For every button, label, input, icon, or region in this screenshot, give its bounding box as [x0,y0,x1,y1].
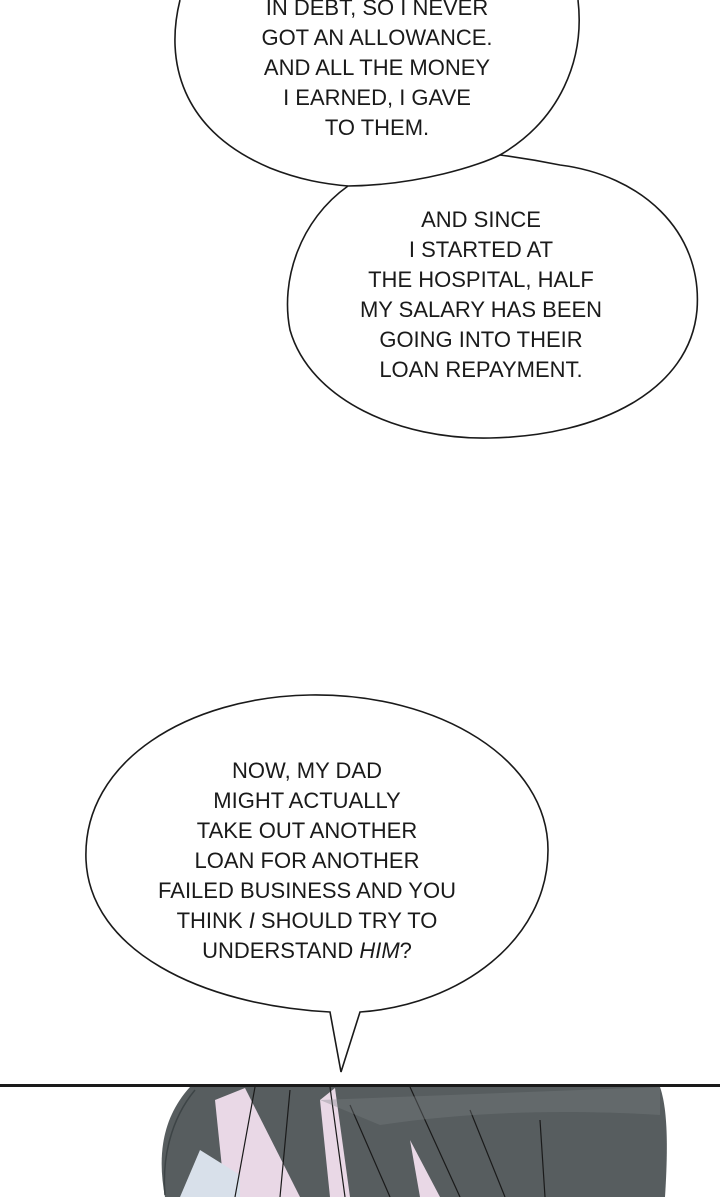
text-span: ? [399,938,412,963]
bubble-line: THE HOSPITAL, HALF [368,267,594,292]
bubble-line: AND ALL THE MONEY [263,55,491,80]
bubble-line: TO THEM. [324,115,430,140]
emphasis-text: I [248,908,255,933]
bubble-line: MIGHT ACTUALLY [213,788,401,813]
speech-bubble-1 [174,0,620,246]
speech-bubble-3 [85,694,549,1073]
bubble-line: TAKE OUT ANOTHER [196,818,418,843]
text-span: THINK [176,908,249,933]
bubble-line: UNDERSTAND HIM? [158,936,456,966]
bubble-line: I STARTED AT [408,237,554,262]
bubble-1-text: IN DEBT, SO I NEVER GOT AN ALLOWANCE. AN… [261,0,492,143]
speech-bubble-2 [286,154,699,439]
bubble-line: THINK I SHOULD TRY TO [158,906,456,936]
bubble-line: FAILED BUSINESS AND YOU [158,878,456,903]
bubble-line: GOT AN ALLOWANCE. [261,25,493,50]
bubble-2-text: AND SINCE I STARTED AT THE HOSPITAL, HAL… [360,205,602,385]
bubble-3-text: NOW, MY DAD MIGHT ACTUALLY TAKE OUT ANOT… [158,756,456,966]
bubble-line: AND SINCE [421,207,541,232]
bubble-line: NOW, MY DAD [232,758,382,783]
bubble-line: GOING INTO THEIR [379,327,583,352]
bubble-line: MY SALARY HAS BEEN [359,297,603,322]
emphasis-text: HIM [359,938,400,963]
bubble-line: IN DEBT, SO I NEVER [265,0,489,20]
bubble-line: LOAN REPAYMENT. [379,357,583,382]
character-illustration [161,1086,667,1197]
panel-border [0,1084,720,1087]
bubble-line: I EARNED, I GAVE [283,85,471,110]
text-span: SHOULD TRY TO [254,908,438,933]
text-span: UNDERSTAND [202,938,360,963]
bubble-line: LOAN FOR ANOTHER [194,848,420,873]
